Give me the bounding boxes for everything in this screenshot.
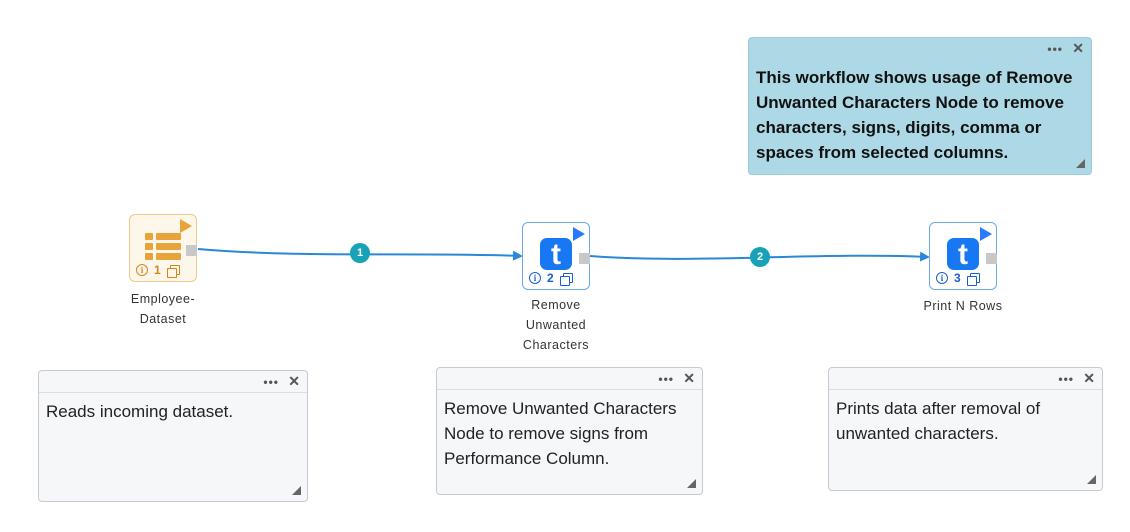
t-logo-icon: t <box>540 238 572 271</box>
node-label: Employee- Dataset <box>130 292 196 326</box>
more-options-icon[interactable]: ••• <box>1058 372 1074 386</box>
resize-handle-icon[interactable] <box>1076 159 1085 168</box>
node-footer: i 1 <box>136 263 186 278</box>
copy-icon[interactable] <box>966 272 980 286</box>
table-icon <box>145 231 181 261</box>
more-options-icon[interactable]: ••• <box>658 372 674 386</box>
node-number: 2 <box>547 271 554 285</box>
copy-icon[interactable] <box>559 272 573 286</box>
node-number: 1 <box>154 263 161 277</box>
run-icon[interactable] <box>180 219 192 233</box>
info-icon[interactable]: i <box>136 264 148 276</box>
node-label: Print N Rows <box>923 299 1003 313</box>
copy-icon[interactable] <box>166 264 180 278</box>
note-text[interactable]: Remove Unwanted Characters Node to remov… <box>444 399 677 468</box>
node-employee-dataset[interactable]: i 1 <box>129 214 197 282</box>
output-port[interactable] <box>186 245 197 256</box>
note-toolbar: ••• ✕ <box>829 368 1102 390</box>
resize-handle-icon[interactable] <box>1087 475 1096 484</box>
note-toolbar: ••• ✕ <box>749 38 1091 60</box>
edge-badge[interactable]: 1 <box>350 243 370 263</box>
node-footer: i 2 <box>529 271 579 286</box>
output-port[interactable] <box>579 253 590 264</box>
node-footer: i 3 <box>936 271 986 286</box>
note-toolbar: ••• ✕ <box>437 368 702 390</box>
run-icon[interactable] <box>573 227 585 241</box>
close-icon[interactable]: ✕ <box>1072 40 1084 56</box>
close-icon[interactable]: ✕ <box>683 370 695 386</box>
resize-handle-icon[interactable] <box>292 486 301 495</box>
info-icon[interactable]: i <box>936 272 948 284</box>
note-text[interactable]: Prints data after removal of unwanted ch… <box>836 399 1041 443</box>
t-logo-icon: t <box>947 238 979 271</box>
node-label: Remove Unwanted Characters <box>522 298 590 352</box>
note-node-1[interactable]: ••• ✕ Reads incoming dataset. <box>38 370 308 502</box>
close-icon[interactable]: ✕ <box>288 373 300 389</box>
note-text[interactable]: Reads incoming dataset. <box>46 402 234 421</box>
edge-badge[interactable]: 2 <box>750 247 770 267</box>
node-print-n-rows[interactable]: t i 3 <box>929 222 997 290</box>
workflow-description-note[interactable]: ••• ✕ This workflow shows usage of Remov… <box>748 37 1092 175</box>
close-icon[interactable]: ✕ <box>1083 370 1095 386</box>
more-options-icon[interactable]: ••• <box>263 375 279 389</box>
output-port[interactable] <box>986 253 997 264</box>
info-icon[interactable]: i <box>529 272 541 284</box>
note-toolbar: ••• ✕ <box>39 371 307 393</box>
more-options-icon[interactable]: ••• <box>1047 42 1063 56</box>
note-node-3[interactable]: ••• ✕ Prints data after removal of unwan… <box>828 367 1103 491</box>
resize-handle-icon[interactable] <box>687 479 696 488</box>
run-icon[interactable] <box>980 227 992 241</box>
note-node-2[interactable]: ••• ✕ Remove Unwanted Characters Node to… <box>436 367 703 495</box>
node-number: 3 <box>954 271 961 285</box>
node-remove-unwanted-characters[interactable]: t i 2 <box>522 222 590 290</box>
note-text[interactable]: This workflow shows usage of Remove Unwa… <box>756 68 1073 162</box>
